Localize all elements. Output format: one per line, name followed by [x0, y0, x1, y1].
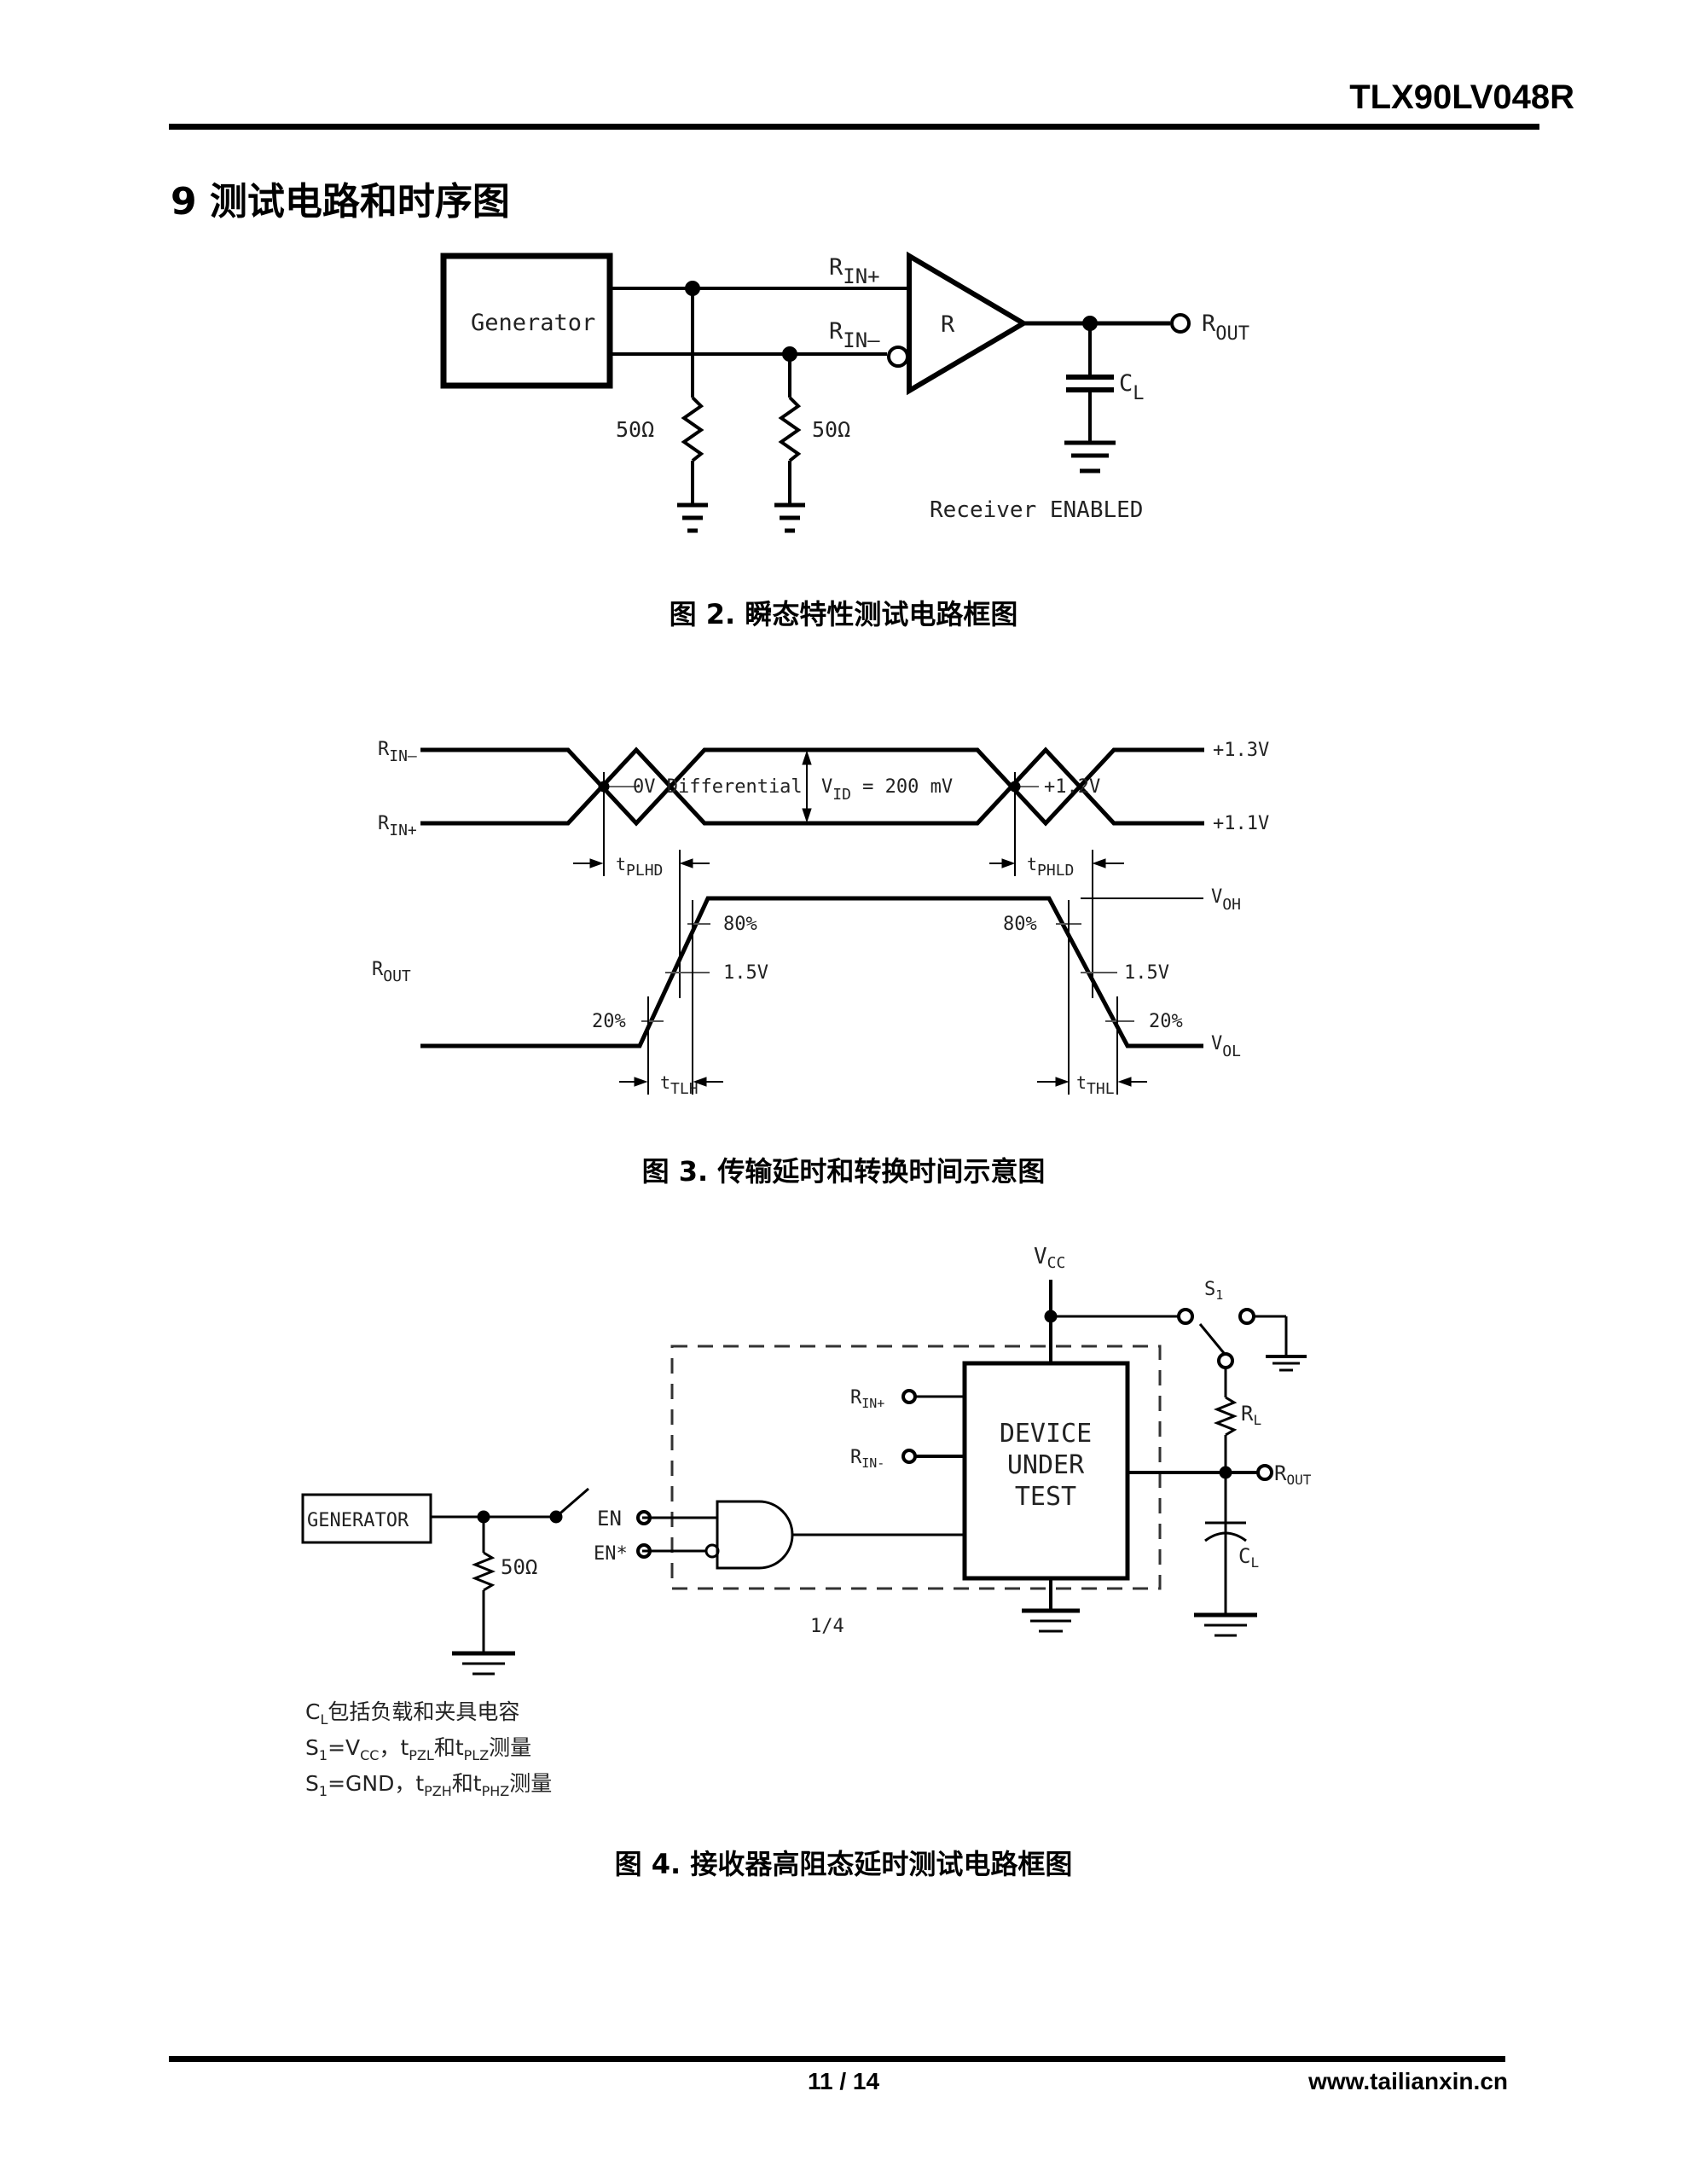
figure4-circuit-diagram: VCC S1 RL ROUT CL RIN+ RIN- DEVICE UNDER… — [301, 1244, 1312, 1676]
receiver-buffer-icon — [907, 251, 1029, 396]
dut-label-line2: UNDER — [1007, 1450, 1085, 1480]
ground-icon — [1266, 1355, 1307, 1372]
figure3-timing-diagram: RIN– RIN+ ROUT 0V Differential VID = 200… — [372, 739, 1269, 1098]
resistor-50-ohm — [778, 396, 802, 462]
resistor-1-value: 50Ω — [616, 417, 654, 442]
generator-label: Generator — [471, 310, 595, 336]
rin-plus-label: RIN+ — [378, 813, 417, 839]
receiver-label: R — [941, 311, 955, 338]
rin-minus-label: RIN- — [850, 1447, 884, 1471]
ground-icon — [1022, 1608, 1080, 1633]
switch-terminal — [1217, 1352, 1234, 1369]
fall-20-percent-label: 20% — [1149, 1011, 1183, 1032]
vcc-label: VCC — [1034, 1244, 1065, 1272]
rout-label: ROUT — [372, 959, 411, 985]
rout-label: ROUT — [1202, 311, 1249, 345]
resistor-50-ohm — [681, 396, 704, 462]
high-level-label: +1.3V — [1213, 740, 1269, 761]
resistor-value: 50Ω — [501, 1555, 537, 1579]
dut-label-line1: DEVICE — [1000, 1419, 1092, 1449]
rise-20-percent-label: 20% — [592, 1011, 626, 1032]
junction-dot — [1219, 1466, 1232, 1479]
switch-s1-blade[interactable] — [1198, 1323, 1226, 1354]
footer-rule — [169, 2056, 1505, 2062]
tthl-label: tTHL — [1076, 1072, 1115, 1098]
rin-minus-label: RIN– — [829, 318, 880, 352]
inverting-input-bubble — [887, 346, 909, 368]
resistor-rl — [1213, 1396, 1238, 1437]
note-line-2: S1=VCC，tPZL和tPLZ测量 — [305, 1735, 532, 1763]
tphld-label: tPHLD — [1027, 854, 1074, 880]
rin-plus-terminal — [901, 1389, 917, 1404]
ground-icon — [1064, 440, 1116, 473]
figure4-notes: CL包括负载和夹具电容 S1=VCC，tPZL和tPLZ测量 S1=GND，tP… — [305, 1698, 552, 1805]
capacitor-plate-curved — [1204, 1531, 1247, 1542]
fall-midpoint-label: 1.5V — [1124, 962, 1169, 984]
en-star-terminal — [636, 1543, 652, 1559]
figure4-caption: 图 4. 接收器高阻态延时测试电路框图 — [614, 1848, 1073, 1880]
rout-terminal — [1170, 313, 1191, 334]
waveform-rout — [420, 896, 1203, 1048]
ground-icon — [774, 502, 805, 533]
header-rule — [169, 124, 1539, 130]
en-label: EN — [597, 1507, 622, 1531]
rin-minus-label: RIN– — [378, 739, 417, 765]
website-link[interactable]: www.tailianxin.cn — [1308, 2068, 1508, 2094]
low-level-label: +1.1V — [1213, 813, 1269, 834]
rin-plus-label: RIN+ — [850, 1387, 884, 1411]
rout-terminal — [1256, 1464, 1273, 1481]
ttlh-label: tTLH — [660, 1072, 699, 1098]
resistor-2-value: 50Ω — [812, 417, 850, 442]
fall-80-percent-label: 80% — [1003, 914, 1037, 935]
en-terminal — [636, 1510, 652, 1525]
rout-label: ROUT — [1274, 1461, 1312, 1488]
enable-switch-blade[interactable] — [555, 1487, 589, 1519]
and-gate-icon — [716, 1500, 794, 1570]
vid-label: VID = 200 mV — [821, 776, 953, 804]
receiver-enabled-note: Receiver ENABLED — [930, 497, 1143, 523]
generator-box — [440, 253, 613, 389]
crossover-voltage-label: +1.2V — [1044, 776, 1100, 798]
device-boundary-dashed — [670, 1345, 1162, 1590]
generator-box — [301, 1493, 432, 1544]
figure2-caption: 图 2. 瞬态特性测试电路框图 — [669, 598, 1018, 630]
rise-80-percent-label: 80% — [723, 914, 757, 935]
rin-plus-label: RIN+ — [829, 254, 880, 288]
waveform-rin-minus — [420, 747, 1204, 827]
switch-s1-label: S1 — [1204, 1279, 1223, 1303]
rin-minus-terminal — [901, 1449, 917, 1464]
tplhd-label: tPLHD — [616, 854, 663, 880]
generator-label: GENERATOR — [307, 1510, 409, 1531]
switch-terminal — [1177, 1308, 1194, 1325]
document-part-number: TLX90LV048R — [1349, 78, 1574, 116]
figure2-circuit-diagram: Generator RIN+ RIN– R ROUT CL 50Ω 50Ω Re… — [440, 251, 1249, 533]
ground-icon — [1194, 1612, 1257, 1637]
cl-label: CL — [1119, 370, 1145, 404]
figure3-caption: 图 3. 传输延时和转换时间示意图 — [641, 1155, 1046, 1188]
note-line-3: S1=GND，tPZH和tPHZ测量 — [305, 1771, 553, 1799]
vol-label: VOL — [1211, 1033, 1241, 1060]
dut-label-line3: TEST — [1015, 1482, 1076, 1512]
note-line-1: CL包括负载和夹具电容 — [305, 1699, 520, 1728]
ground-icon — [452, 1651, 515, 1676]
switch-terminal — [1238, 1308, 1255, 1325]
cl-label: CL — [1238, 1544, 1259, 1571]
rl-label: RL — [1241, 1402, 1261, 1428]
resistor-50-ohm — [471, 1551, 496, 1592]
page-number: 11 / 14 — [807, 2068, 880, 2094]
section-title: 9 测试电路和时序图 — [171, 180, 510, 224]
waveform-rin-plus — [420, 746, 1204, 826]
en-star-label: EN* — [594, 1543, 628, 1565]
fraction-label: 1/4 — [810, 1616, 844, 1637]
rise-midpoint-label: 1.5V — [723, 962, 768, 984]
voh-label: VOH — [1211, 886, 1241, 914]
zero-differential-label: 0V Differential — [633, 776, 803, 798]
ground-icon — [677, 502, 708, 533]
